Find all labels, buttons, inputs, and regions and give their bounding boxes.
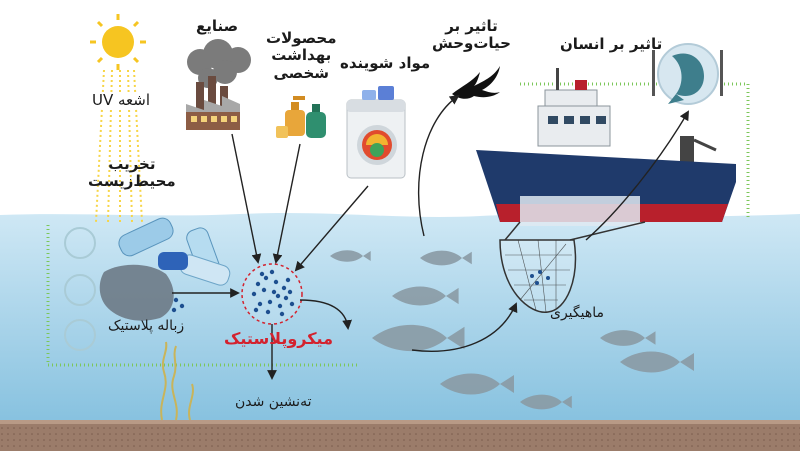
cycle-path-dotted (46, 82, 750, 367)
microplastic-dot (287, 289, 293, 295)
recycle-symbol-icon (64, 227, 96, 351)
plastic-bag-icon (99, 264, 174, 321)
plastic-waste-label: زباله پلاستیک (108, 318, 185, 334)
microplastic-dot (271, 289, 277, 295)
microplastic-dot (263, 275, 269, 281)
fishing-net-icon (499, 221, 646, 313)
fish-icon (440, 373, 514, 395)
environment-destruction-label: تخریب محیط‌زیست (88, 155, 176, 191)
microplastic-dots (251, 269, 295, 317)
microplastic-dot (279, 311, 285, 317)
arrow-personalcare-to-microplastic (272, 143, 301, 264)
microplastic-dot (261, 287, 267, 293)
plastic-bottle-icon (118, 217, 231, 286)
microplastic-dot (255, 281, 261, 287)
microplastic-dot (275, 293, 281, 299)
microplastic-dot (265, 309, 271, 315)
wildlife-impact-label: تاثیر بر حیات‌وحش (432, 17, 511, 53)
soap-bottle-icon (276, 96, 326, 138)
fish-icon (420, 250, 472, 266)
washing-machine-icon (346, 86, 406, 179)
fish-school (330, 250, 694, 410)
fish-icon (372, 324, 465, 352)
microplastic-dot (277, 303, 283, 309)
fish-icon (392, 286, 459, 306)
personal-care-label: محصولات بهداشت شخصی (266, 29, 337, 82)
fish-icon (600, 330, 656, 346)
arrow-microplastic-to-fish (299, 299, 352, 330)
human-impact-label: تاثیر بر انسان (560, 35, 663, 53)
factory-icon (186, 39, 251, 130)
microplastic-dot (273, 279, 279, 285)
microplastic-dot (285, 277, 291, 283)
fish-icon (520, 394, 572, 410)
microplastic-dot (267, 299, 273, 305)
detergents-label: مواد شوینده (340, 54, 431, 72)
arrow-fish-to-fishing (411, 302, 518, 352)
seaweed-icon (160, 341, 194, 421)
microplastic-dot (259, 271, 265, 277)
uv-rays-label: اشعه UV (92, 91, 151, 110)
ship-icon (476, 68, 736, 226)
arrow-detergents-to-microplastic (294, 185, 369, 272)
microplastic-dot (253, 307, 259, 313)
fishing-label: ماهیگیری (550, 305, 605, 321)
microplastic-label: میکروپلاستیک (224, 329, 333, 348)
arrow-industries-to-microplastic (231, 133, 262, 264)
industries-label: صنایع (196, 17, 239, 35)
microplastic-dot (283, 295, 289, 301)
sun-icon (90, 14, 146, 70)
smoke-icon (187, 39, 251, 88)
fish-icon (330, 250, 371, 262)
microplastic-dot (289, 301, 295, 307)
seabed (0, 420, 800, 451)
microplastic-dot (251, 291, 257, 297)
microplastic-dot (257, 301, 263, 307)
microplastic-dot (281, 285, 287, 291)
fish-plate-icon (652, 43, 723, 105)
bird-icon (452, 66, 500, 99)
fish-icon (620, 351, 694, 373)
flow-arrows (172, 94, 689, 380)
sedimentation-label: ته‌نشین شدن (235, 394, 312, 410)
arrow-to-human (585, 110, 689, 241)
arrow-to-wildlife (417, 94, 460, 237)
microplastic-dot (269, 269, 275, 275)
